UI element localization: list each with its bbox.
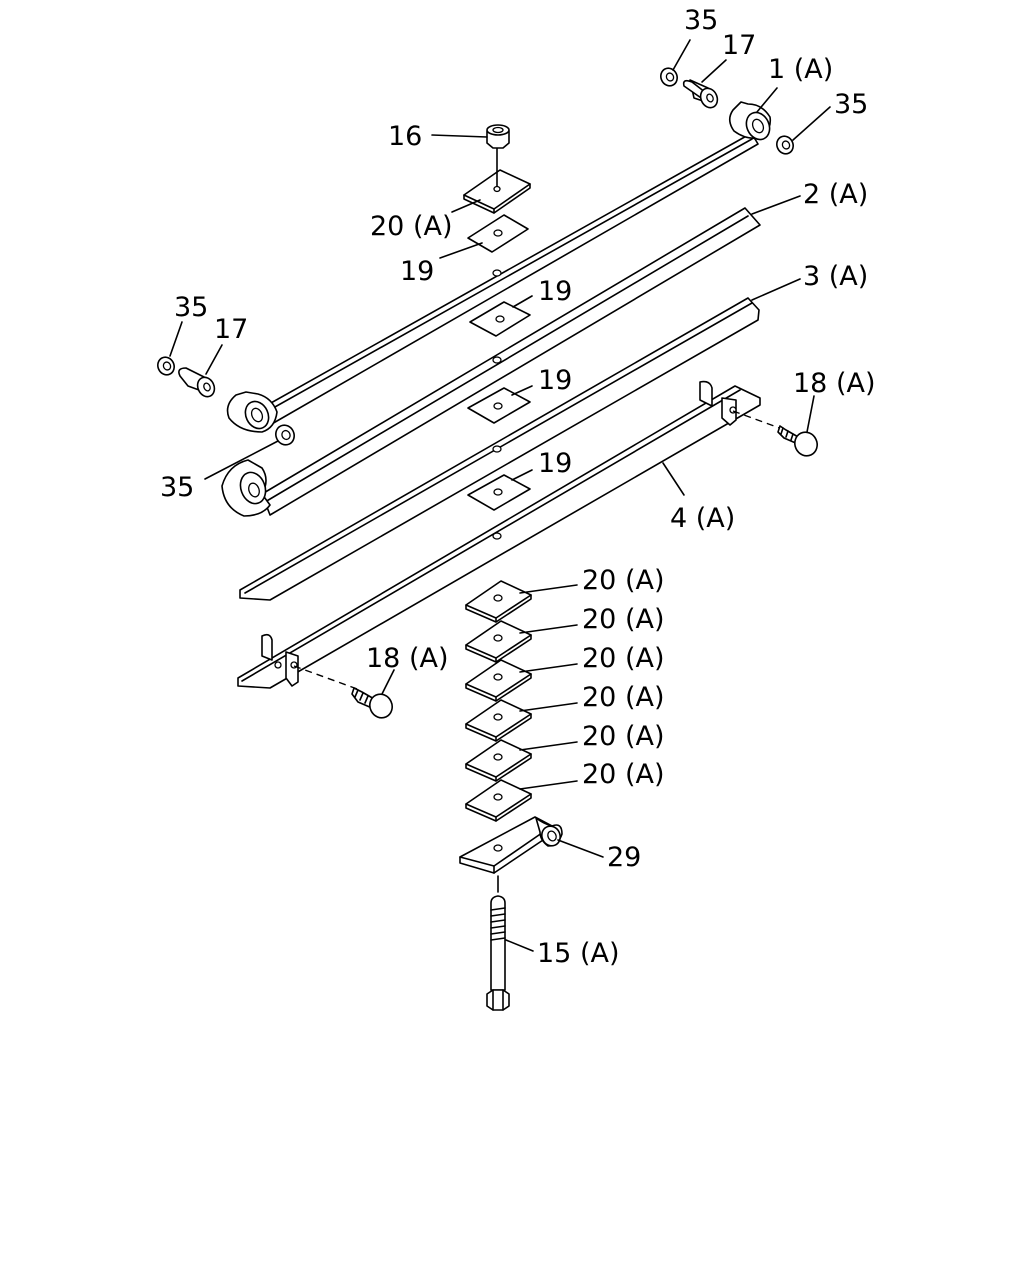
interleaf-pad-19-b xyxy=(469,301,531,337)
center-bolt-holes xyxy=(492,269,502,540)
spacer-plate-20a-4 xyxy=(465,699,532,742)
interleaf-pad-19-d xyxy=(467,474,531,511)
callout-35-right: 35 xyxy=(834,89,868,120)
spacer-stack xyxy=(465,580,532,822)
leaf-4-rear-clip xyxy=(699,380,737,426)
spacer-plate-20a-3 xyxy=(465,659,532,702)
interleaf-pad-19-c xyxy=(467,387,531,424)
spacer-plate-20a-top xyxy=(463,169,531,214)
leaf-1-front-eye xyxy=(226,391,278,433)
callout-19-c: 19 xyxy=(538,365,572,396)
clip-bolt-18a-left xyxy=(293,665,393,719)
leaf-1-rear-eye xyxy=(728,101,772,141)
callout-18a-right: 18 (A) xyxy=(793,368,875,399)
spacer-plate-20a-2 xyxy=(465,620,532,663)
leaf-2-eye xyxy=(221,459,271,517)
callout-1a: 1 (A) xyxy=(768,54,833,85)
callout-20a-6: 20 (A) xyxy=(582,759,664,790)
callout-17-left: 17 xyxy=(214,314,248,345)
callout-2a: 2 (A) xyxy=(803,179,868,210)
spacer-plate-20a-6 xyxy=(465,779,532,822)
callout-20a-1: 20 (A) xyxy=(582,565,664,596)
interleaf-pad-19-a xyxy=(467,214,529,253)
spacer-plate-20a-1 xyxy=(465,580,532,623)
callout-20a-2: 20 (A) xyxy=(582,604,664,635)
callout-labels: 35 17 1 (A) 35 16 2 (A) 20 (A) 19 3 (A) … xyxy=(160,5,875,969)
leader-lines xyxy=(169,39,831,952)
callout-3a: 3 (A) xyxy=(803,261,868,292)
callout-29: 29 xyxy=(607,842,641,873)
callout-35-left: 35 xyxy=(174,292,208,323)
callout-4a: 4 (A) xyxy=(670,503,735,534)
callout-18a-left: 18 (A) xyxy=(366,643,448,674)
callout-20a-3: 20 (A) xyxy=(582,643,664,674)
clip-bolt-18a-right xyxy=(732,410,818,457)
nut-16 xyxy=(486,124,510,187)
callout-35-top: 35 xyxy=(684,5,718,36)
leaf-4-front-clip xyxy=(261,633,299,687)
bracket-29 xyxy=(459,816,563,874)
washer-35-left xyxy=(157,356,175,376)
washer-35-right xyxy=(776,135,794,155)
callout-17-top: 17 xyxy=(722,30,756,61)
washer-35-top xyxy=(660,67,678,87)
callout-20a-top: 20 (A) xyxy=(370,211,452,242)
callout-19-b: 19 xyxy=(538,276,572,307)
callout-16: 16 xyxy=(388,121,422,152)
callout-20a-4: 20 (A) xyxy=(582,682,664,713)
center-bolt-15a xyxy=(486,875,510,1011)
bushing-17-left xyxy=(178,367,216,398)
callout-15a: 15 (A) xyxy=(537,938,619,969)
callout-19-d: 19 xyxy=(538,448,572,479)
washer-35-lower xyxy=(275,424,295,446)
spacer-plate-20a-5 xyxy=(465,739,532,782)
callout-35-lower: 35 xyxy=(160,472,194,503)
callout-20a-5: 20 (A) xyxy=(582,721,664,752)
callout-19-a: 19 xyxy=(400,256,434,287)
bushing-17-top xyxy=(682,79,719,109)
